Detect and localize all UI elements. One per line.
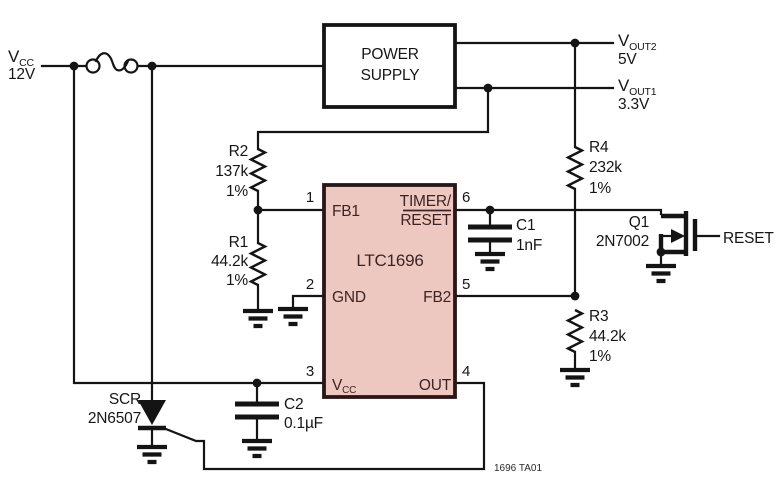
ground-icon-c2 [242, 438, 272, 459]
pin-number-3: 3 [306, 363, 314, 380]
ic-pin3-name: VCC [332, 377, 356, 396]
resistor-r2-symbol [248, 147, 268, 193]
r2-ref: R2 [229, 143, 248, 160]
vcc-input-label: VCC [8, 47, 35, 69]
vout2-voltage: 5V [618, 51, 637, 68]
r4-value: 232k [589, 159, 622, 176]
q1-arrow [671, 229, 685, 243]
r3-value: 44.2k [589, 328, 626, 345]
port-labels: VCC 12V VOUT2 5V VOUT1 3.3V RESET [8, 31, 775, 247]
ic-pin4-name: OUT [419, 377, 452, 394]
ic-body [322, 183, 457, 399]
r4-tolerance: 1% [589, 180, 611, 197]
figure-id: 1696 TA01 [494, 463, 542, 474]
r1-value: 44.2k [211, 253, 248, 270]
wires [40, 41, 663, 471]
power-supply-label-line2: SUPPLY [361, 67, 420, 84]
q1-part: 2N7002 [596, 233, 649, 250]
r3-tolerance: 1% [589, 348, 611, 365]
resistor-r4-symbol [565, 145, 585, 191]
junction-vcc-right [147, 61, 157, 71]
wire-timer-reset [455, 208, 663, 216]
ground-icon-c1 [475, 251, 505, 272]
vout2-label: VOUT2 [618, 31, 657, 53]
scr-ref: SCR [109, 391, 141, 408]
ic-pin2-name: GND [332, 289, 366, 306]
junction-vout1 [483, 83, 493, 93]
ground-icon-r1 [243, 308, 273, 329]
r2-value: 137k [215, 163, 248, 180]
wire-pin2-gnd [291, 294, 324, 311]
junction-fb2 [570, 291, 580, 301]
q1-ref: Q1 [629, 214, 649, 231]
junction-dots [69, 38, 666, 388]
fuse-element [94, 52, 130, 72]
fuse-icon [85, 52, 139, 74]
pin-number-4: 4 [462, 363, 470, 380]
ground-icon-pin2 [278, 306, 308, 327]
junction-vcc-left [69, 61, 79, 71]
junction-vout2 [570, 38, 580, 48]
mosfet-q1: Q1 2N7002 [596, 211, 721, 268]
wire-vout1-to-r2 [256, 86, 490, 151]
reset-signal-label: RESET [723, 230, 774, 247]
vcc-input-voltage: 12V [8, 66, 36, 83]
ic-pin6-name-line1: TIMER/ [400, 193, 452, 210]
ic-part-number: LTC1696 [356, 251, 423, 270]
c2-value: 0.1µF [284, 415, 323, 432]
r2-tolerance: 1% [226, 183, 248, 200]
scr-part: 2N6507 [88, 410, 141, 427]
capacitor-c2: C2 0.1µF [235, 396, 323, 432]
resistor-r4: R4 232k 1% [565, 139, 622, 197]
resistor-r1: R1 44.2k 1% [211, 234, 268, 289]
vout1-label: VOUT1 [618, 76, 657, 98]
ic-pin1-name: FB1 [332, 203, 360, 220]
capacitor-c1: C1 1nF [468, 217, 542, 254]
c2-ref: C2 [284, 396, 303, 413]
ic-pin5-name: FB2 [423, 289, 451, 306]
power-supply-label-line1: POWER [361, 46, 419, 63]
pin-number-6: 6 [462, 189, 470, 206]
ic-ltc1696: LTC1696 FB1 GND VCC OUT FB2 TIMER/ RESET… [306, 183, 470, 399]
resistor-r3: R3 44.2k 1% [565, 308, 627, 365]
power-supply-block: POWER SUPPLY [322, 23, 457, 109]
fuse-left-circle [85, 58, 101, 74]
ground-icon-q1 [646, 263, 676, 284]
scr-triangle [138, 400, 166, 425]
r3-ref: R3 [589, 308, 608, 325]
ground-icon-r3 [560, 367, 590, 388]
resistor-r2: R2 137k 1% [215, 143, 268, 200]
resistor-r1-symbol [248, 241, 268, 287]
ic-pin6-name-line2: RESET [400, 212, 451, 229]
junction-timer-reset [485, 205, 495, 215]
wire-vcc-to-pin3 [72, 64, 324, 385]
junction-c2 [252, 378, 262, 388]
c1-ref: C1 [516, 217, 535, 234]
scr-2n6507: SCR 2N6507 [88, 391, 166, 431]
junction-fb1 [253, 205, 263, 215]
r1-tolerance: 1% [226, 272, 248, 289]
junction-q1-source [656, 247, 666, 257]
resistor-r3-symbol [565, 308, 585, 354]
r4-ref: R4 [589, 139, 609, 156]
power-supply-box [322, 23, 457, 109]
c1-value: 1nF [516, 237, 542, 254]
ground-symbols [137, 251, 676, 465]
pin-number-1: 1 [306, 189, 314, 206]
ground-icon-scr [137, 444, 167, 465]
vout1-voltage: 3.3V [618, 96, 650, 113]
r1-ref: R1 [229, 234, 248, 251]
pin-number-5: 5 [462, 276, 470, 293]
pin-number-2: 2 [306, 276, 314, 293]
wire-out-to-scr-gate [164, 381, 486, 471]
